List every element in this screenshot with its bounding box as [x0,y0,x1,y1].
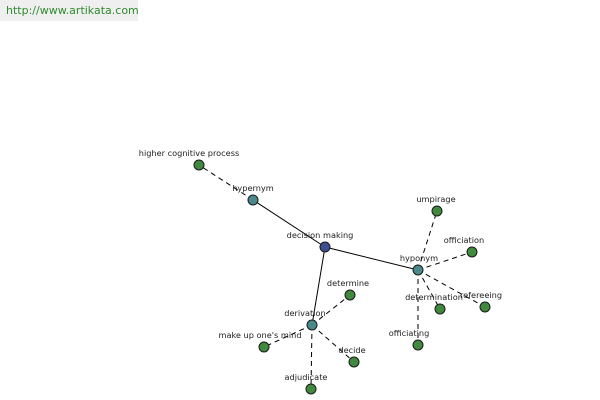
node-derivation[interactable] [306,319,318,331]
node-umpirage[interactable] [431,205,443,217]
node-mindup[interactable] [258,341,270,353]
node-label-determine: determine [327,278,369,288]
node-officiation[interactable] [466,246,478,258]
edge-hyponym-determination [417,269,441,310]
node-hcp[interactable] [193,159,205,171]
node-label-hyponym: hyponym [400,253,438,263]
edge-decision-hyponym [324,246,419,271]
node-decision[interactable] [319,241,331,253]
edge-hyponym-umpirage [417,210,438,271]
node-label-determination: determination [405,292,463,302]
node-decide[interactable] [348,356,360,368]
node-label-hcp: higher cognitive process [139,148,239,158]
node-adjudicate[interactable] [305,383,317,395]
node-hyponym[interactable] [412,264,424,276]
node-label-derivation: derivation [284,308,325,318]
node-label-refereeing: refereeing [460,290,502,300]
edge-derivation-decide [311,324,355,363]
node-label-officiating: officiating [389,328,430,338]
node-label-umpirage: umpirage [416,194,455,204]
edge-hyponym-officiation [417,251,473,271]
edge-derivation-adjudicate [310,324,313,390]
node-label-decide: decide [338,345,365,355]
node-refereeing[interactable] [479,301,491,313]
node-hypernym[interactable] [247,194,259,206]
node-label-hypernym: hypernym [232,183,274,193]
node-label-officiation: officiation [444,235,484,245]
edge-hyponym-refereeing [417,269,486,308]
node-label-decision: decision making [287,230,354,240]
node-determination[interactable] [434,303,446,315]
node-label-mindup: make up one's mind [218,330,301,340]
edge-decision-hypernym [252,199,326,248]
node-label-adjudicate: adjudicate [285,372,328,382]
watermark-url: http://www.artikata.com [0,0,139,21]
node-officiating[interactable] [412,339,424,351]
edge-hypernym-hcp [198,164,254,201]
edge-derivation-determine [311,294,351,326]
node-determine[interactable] [344,289,356,301]
edge-decision-derivation [311,246,326,326]
